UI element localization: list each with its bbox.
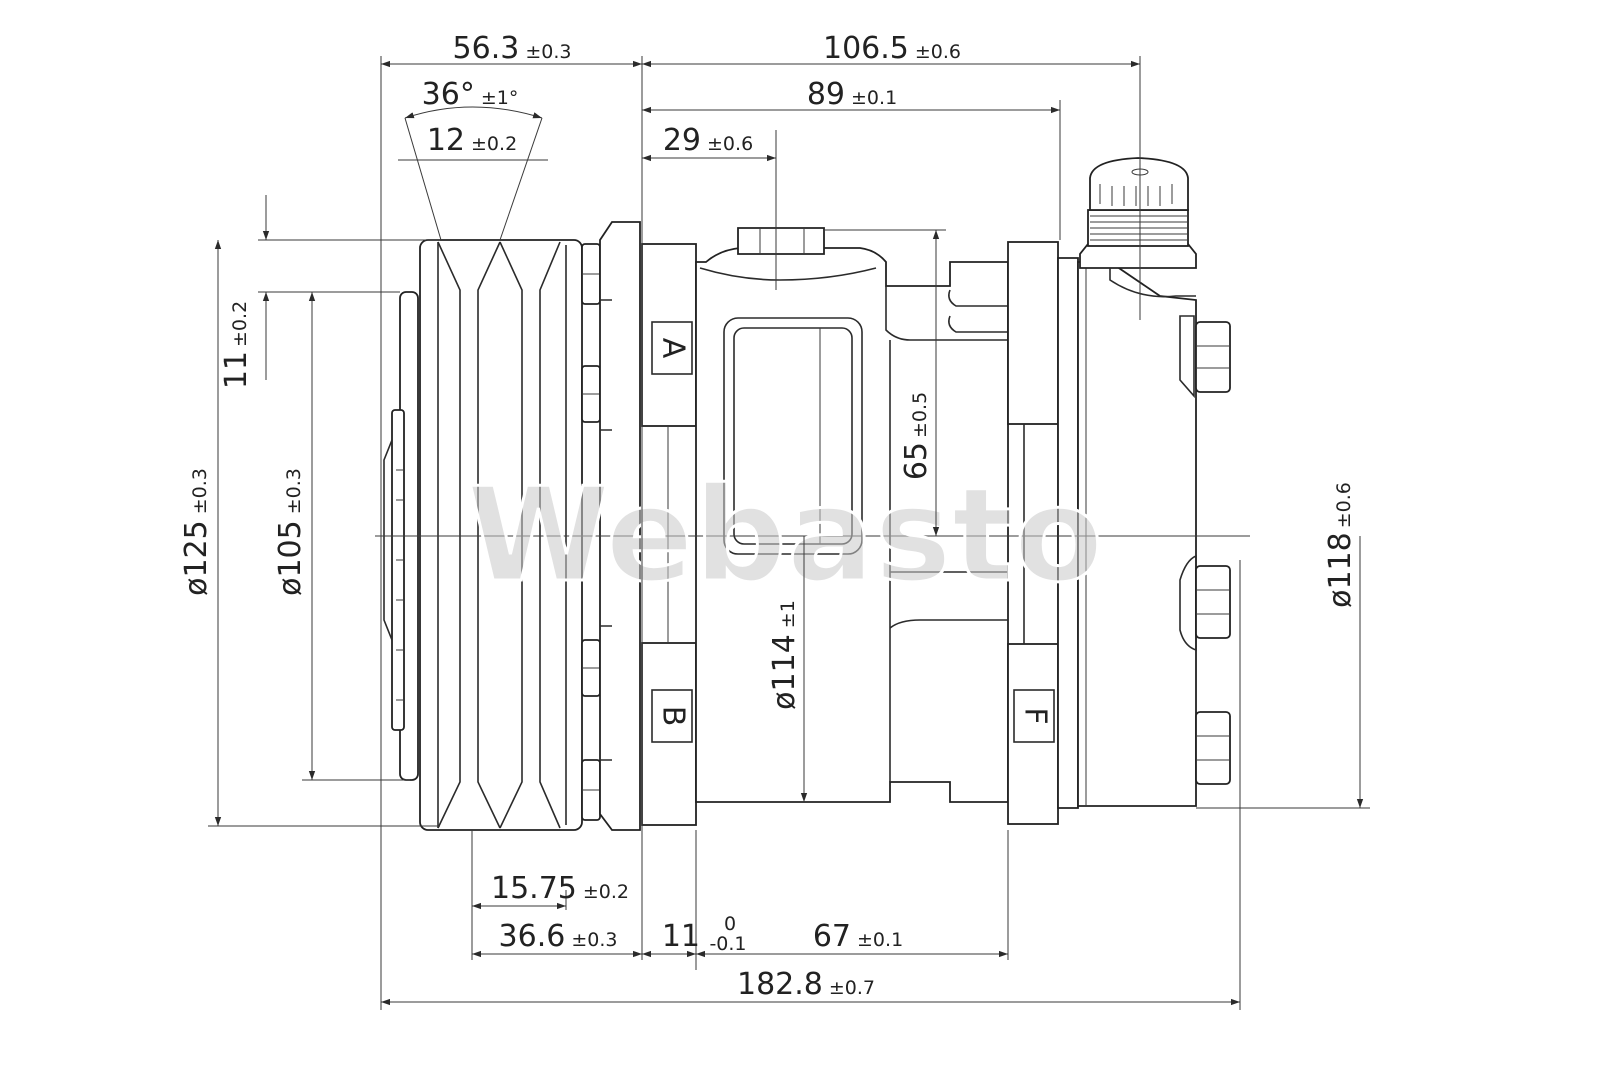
dim-67: 67±0.1	[813, 919, 903, 954]
dim-125: ø125±0.3	[179, 468, 214, 596]
dimension-labels: 56.3±0.3 106.5±0.6 36°±1° 89±0.1 12±0.2 …	[179, 31, 1358, 1002]
dim-106-5: 106.5±0.6	[823, 31, 961, 66]
port-f-block	[1007, 643, 1059, 825]
compressor-body	[375, 157, 1250, 831]
port-f-upper-block	[1007, 241, 1059, 425]
dim-12: 12±0.2	[427, 123, 517, 158]
dim-105: ø105±0.3	[273, 468, 308, 596]
port-b-block	[641, 642, 697, 826]
port-a-block	[641, 243, 697, 427]
dim-89: 89±0.1	[807, 77, 897, 112]
service-valve	[1079, 157, 1197, 298]
port-mark-f: F	[1018, 707, 1053, 724]
front-flange	[599, 221, 641, 831]
dim-182-8: 182.8±0.7	[737, 967, 875, 1002]
rear-bolts	[1195, 321, 1231, 785]
dim-15-75: 15.75±0.2	[491, 871, 629, 906]
dim-36-deg: 36°±1°	[422, 77, 519, 112]
dimension-lines	[208, 56, 1370, 1010]
body-window	[723, 317, 863, 555]
svg-text:11: 11	[662, 919, 700, 954]
dim-36-6: 36.6±0.3	[499, 919, 618, 954]
dim-29: 29±0.6	[663, 123, 753, 158]
port-mark-b: B	[656, 706, 691, 727]
hub-nose	[383, 439, 393, 641]
svg-text:-0.1: -0.1	[709, 933, 746, 955]
dim-56-3: 56.3±0.3	[453, 31, 572, 66]
top-fitting	[737, 227, 825, 255]
svg-text:0: 0	[724, 913, 736, 935]
dim-11-vertical: 11±0.2	[219, 301, 254, 389]
port-mark-a: A	[656, 338, 691, 359]
dim-118: ø118±0.6	[1323, 482, 1358, 608]
rear-head	[1057, 257, 1079, 809]
dim-114: ø114±1	[767, 600, 802, 710]
dim-11-bottom: 11 0 -0.1	[662, 913, 747, 955]
front-bolts	[581, 243, 601, 821]
dim-65: 65±0.5	[899, 392, 934, 480]
clutch-hub	[391, 409, 405, 731]
watermark-logo: Webasto	[467, 459, 1104, 611]
